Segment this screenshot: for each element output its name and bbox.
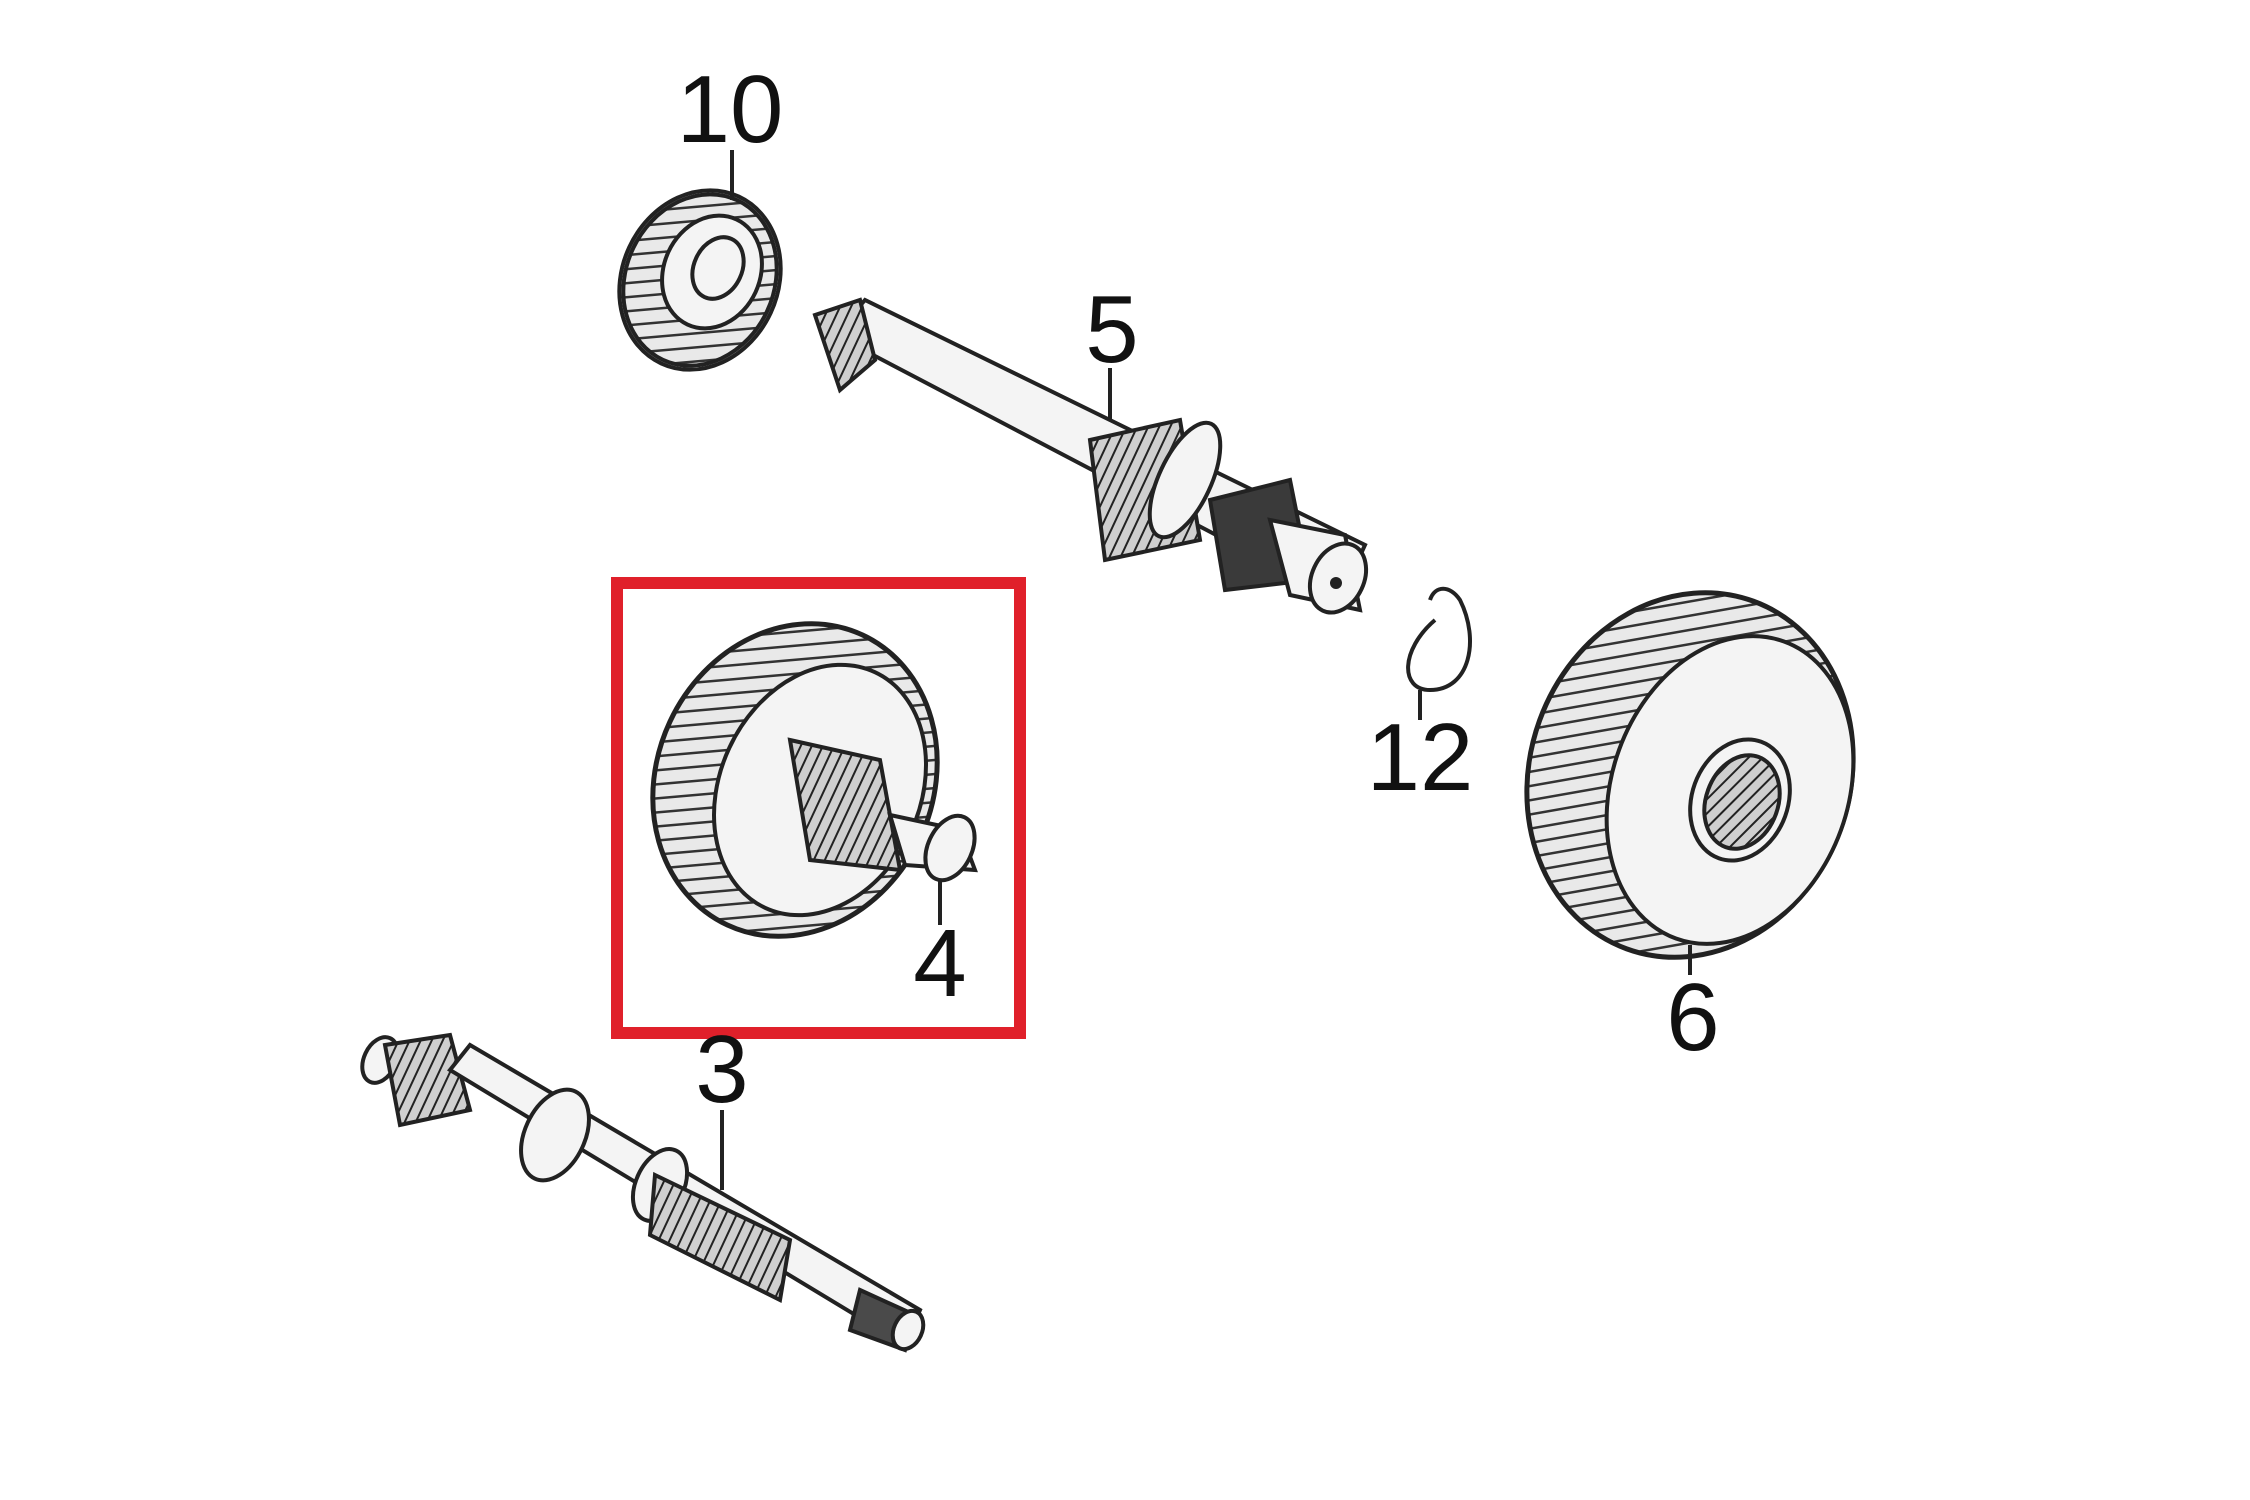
circlip-callout: 12 (1367, 704, 1474, 811)
highlight-box (611, 577, 1026, 1039)
drive-shaft-part (812, 297, 1369, 615)
bearing-callout: 10 (677, 56, 784, 163)
input-shaft-part (360, 1032, 926, 1353)
circlip-part (1406, 586, 1472, 693)
drive-shaft-callout: 5 (1085, 276, 1138, 383)
driven-gear-callout: 6 (1666, 964, 1719, 1071)
bearing-part (617, 188, 783, 372)
intermediate-gear-callout: 4 (913, 910, 966, 1017)
driven-gear-part (1524, 590, 1856, 960)
input-shaft-callout: 3 (695, 1016, 748, 1123)
intermediate-gear-part (650, 621, 978, 939)
